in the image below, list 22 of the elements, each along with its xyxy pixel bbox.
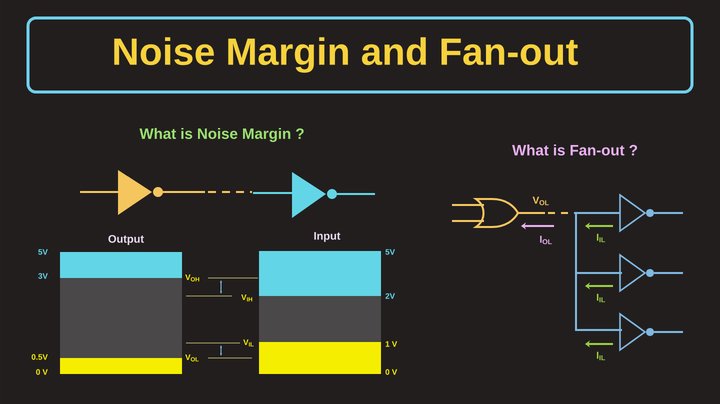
voltage-label: 5V: [385, 249, 395, 255]
voltage-label: 0 V: [36, 369, 48, 375]
voltage-label: 5V: [38, 249, 48, 255]
axis-label: Output: [108, 235, 144, 245]
current-label: I$_{IL}$: [596, 234, 606, 242]
axis-label: Input: [314, 232, 340, 242]
voltage-label: 1 V: [386, 341, 398, 347]
voltage-label: V$_{IH}$: [241, 294, 252, 302]
title: Noise Margin and Fan-out: [114, 37, 578, 73]
current-label: I$_{OL}$: [540, 236, 552, 244]
current-label: I$_{IL}$: [596, 294, 606, 302]
voltage-label: 2V: [385, 293, 395, 299]
voltage-label: V$_{OL}$: [185, 354, 199, 362]
voltage-label: 3V: [38, 273, 48, 279]
heading: What is Fan-out ?: [512, 144, 638, 156]
voltage-label: V$_{IL}$: [243, 340, 254, 346]
voltage-label: V$_{OH}$: [185, 274, 200, 282]
voltage-label: V$_{OL}$: [532, 196, 549, 206]
voltage-label: 0.5V: [32, 354, 48, 360]
voltage-label: 0 V: [386, 369, 398, 375]
heading: What is Noise Margin ?: [140, 128, 304, 142]
current-label: I$_{IL}$: [596, 352, 606, 360]
